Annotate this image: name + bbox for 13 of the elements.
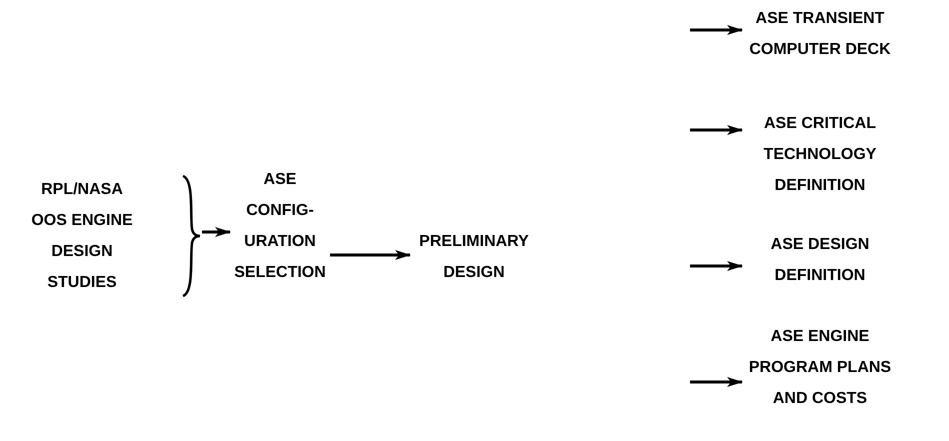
node-text: PRELIMINARY DESIGN [418, 232, 530, 283]
arrow [690, 261, 743, 271]
node-text: ASE DESIGN DEFINITION [770, 235, 870, 286]
arrow [690, 377, 743, 387]
node-text: ASE TRANSIENT COMPUTER DECK [748, 9, 892, 60]
node-text: ASE ENGINE PROGRAM PLANS AND COSTS [748, 326, 892, 408]
arrow [202, 227, 231, 237]
node-text: ASE CONFIG- URATION SELECTION [233, 170, 327, 283]
arrow [690, 125, 743, 135]
node-text: RPL/NASA OOS ENGINE DESIGN STUDIES [30, 180, 134, 293]
arrow [690, 25, 743, 35]
node-text: ASE CRITICAL TECHNOLOGY DEFINITION [762, 114, 878, 196]
arrow [330, 250, 411, 260]
